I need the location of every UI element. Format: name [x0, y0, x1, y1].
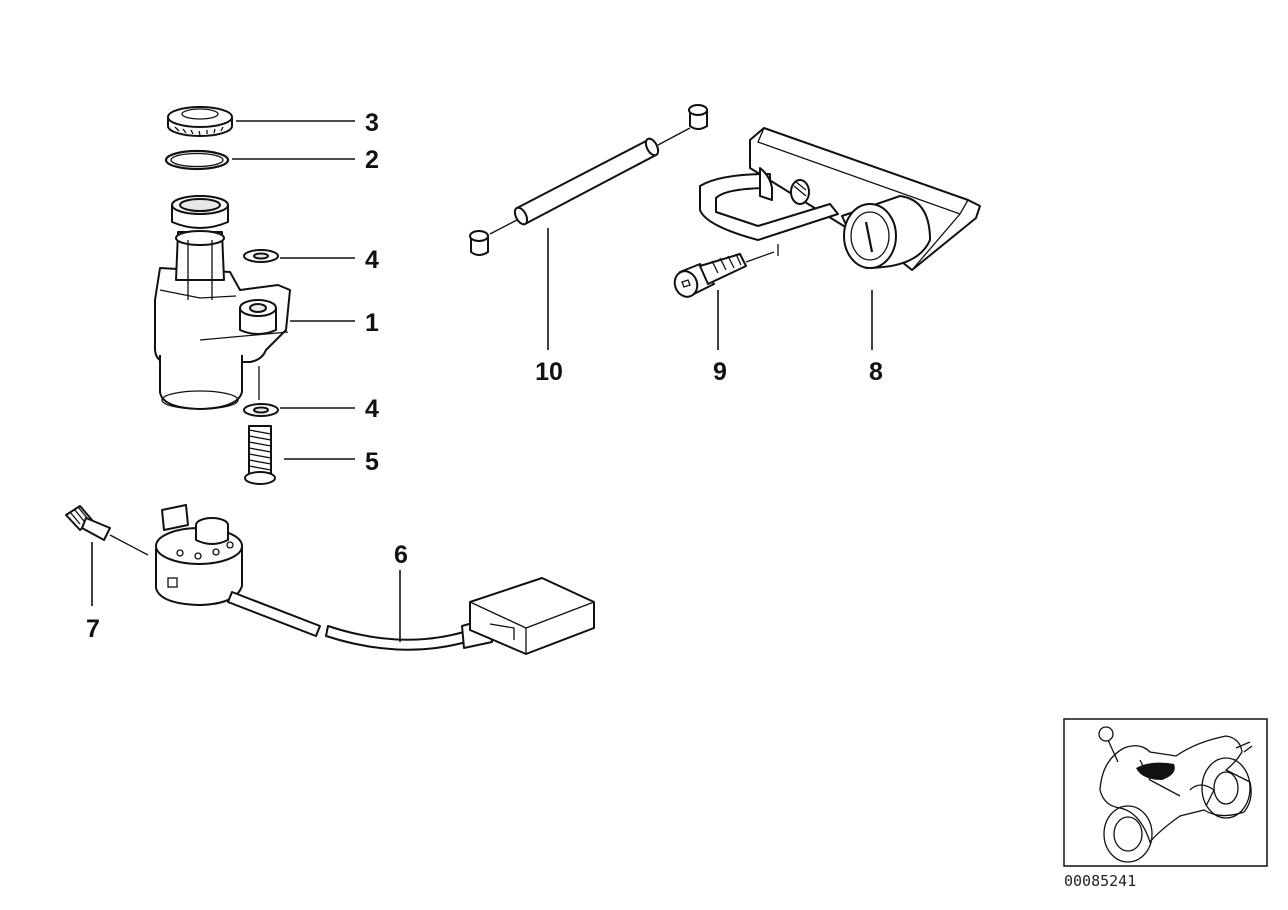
callout-1: 1 — [365, 309, 379, 337]
callout-7: 7 — [86, 615, 100, 643]
callout-9: 9 — [713, 358, 727, 386]
part-6-ignition-switch — [155, 504, 595, 655]
part-1-lock-housing — [154, 195, 291, 410]
callout-8: 8 — [869, 358, 883, 386]
callout-labels: 3 2 4 1 4 5 6 7 10 9 8 — [86, 109, 883, 643]
motorcycle-icon — [1098, 726, 1253, 863]
callout-2: 2 — [365, 146, 379, 174]
part-3-cap — [167, 106, 233, 137]
part-2-ring — [164, 149, 230, 171]
part-9-screw — [673, 251, 775, 350]
callout-5: 5 — [365, 448, 379, 476]
part-10-rod — [469, 104, 708, 350]
document-number: 00085241 — [1064, 872, 1136, 890]
part-5-bolt — [244, 425, 276, 485]
callout-4-upper: 4 — [365, 246, 379, 274]
callout-3: 3 — [365, 109, 379, 137]
part-8-lock-bracket — [699, 127, 981, 350]
callout-6: 6 — [394, 541, 408, 569]
part-4-washer-lower — [243, 403, 279, 417]
part-4-washer-upper — [243, 249, 279, 263]
callout-4-lower: 4 — [365, 395, 379, 423]
leader-lines-left — [232, 120, 355, 460]
motorcycle-thumbnail — [1063, 718, 1268, 867]
callout-10: 10 — [535, 358, 563, 386]
part-7-screw — [65, 505, 149, 606]
